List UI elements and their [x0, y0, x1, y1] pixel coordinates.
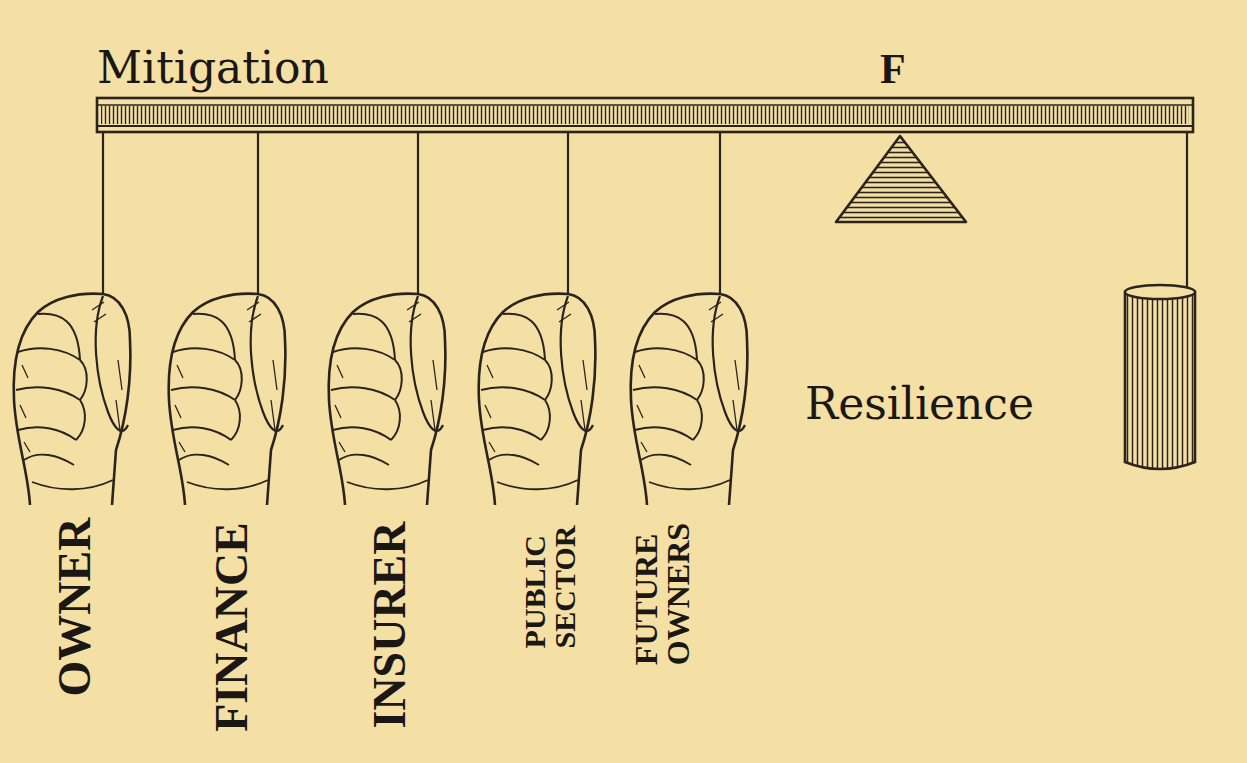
stakeholder-label: FUTURE OWNERS [630, 523, 694, 665]
stakeholder-label: INSURER [367, 521, 413, 728]
stakeholder-label: OWNER [52, 518, 98, 697]
lever-label: Mitigation [97, 46, 329, 90]
stakeholder-label: FINANCE [209, 522, 255, 732]
lever-beam [97, 98, 1193, 132]
weight-cylinder [1125, 285, 1195, 469]
stakeholder-label: PUBLIC SECTOR [520, 526, 580, 649]
fist [14, 294, 748, 505]
weight-label: Resilience [805, 382, 1034, 426]
string [103, 130, 1187, 300]
fulcrum-triangle [836, 136, 966, 222]
force-label: F [880, 48, 906, 90]
